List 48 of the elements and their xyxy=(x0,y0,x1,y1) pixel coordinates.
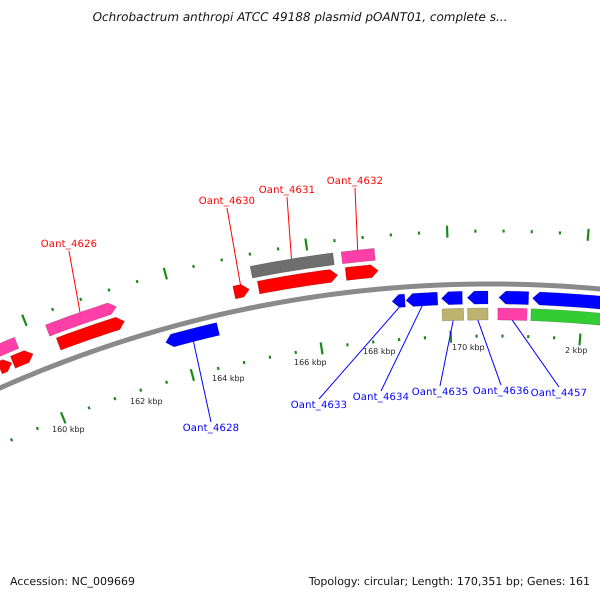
gene-block xyxy=(532,292,600,310)
gene-block xyxy=(256,269,338,294)
leader-line xyxy=(354,188,358,251)
gene-label: Oant_4631 xyxy=(256,184,318,197)
gene-label: Oant_4634 xyxy=(350,391,412,404)
leader-line xyxy=(440,320,454,386)
scale-label: 160 kbp xyxy=(52,425,85,435)
leader-line xyxy=(477,320,502,386)
scale-label: 166 kbp xyxy=(294,358,327,368)
scale-label: 2 kbp xyxy=(565,346,588,356)
leader-line xyxy=(193,341,212,422)
gene-block xyxy=(530,308,600,326)
gene-block xyxy=(250,252,335,278)
gene-block xyxy=(406,292,438,307)
accession-text: Accession: NC_009669 xyxy=(10,575,136,588)
gene-label: Oant_4626 xyxy=(38,238,100,251)
gene-block xyxy=(441,290,463,305)
gene-block xyxy=(344,264,379,281)
leader-line xyxy=(380,305,423,392)
title: Ochrobactrum anthropi ATCC 49188 plasmid pOANT01, complete s... xyxy=(92,10,508,24)
scale-label: 168 kbp xyxy=(363,347,396,357)
gene-label: Oant_4635 xyxy=(409,386,471,399)
gene-block xyxy=(467,308,488,320)
scale-label: 164 kbp xyxy=(212,374,245,384)
summary-text: Topology: circular; Length: 170,351 bp; Genes: 161 xyxy=(308,575,590,588)
gene-label: Oant_4633 xyxy=(288,399,350,412)
gene-block xyxy=(498,290,530,305)
leader-line xyxy=(286,196,292,260)
gene-block xyxy=(340,248,376,264)
gene-block xyxy=(165,322,220,348)
scale-label: 170 kbp xyxy=(452,343,485,353)
leader-line xyxy=(226,208,241,286)
gene-label: Oant_4628 xyxy=(180,422,242,435)
gene-block xyxy=(442,308,464,322)
gene-block xyxy=(45,302,117,337)
gene-block xyxy=(0,359,12,374)
leader-line xyxy=(68,250,81,313)
gene-block xyxy=(56,316,125,350)
gene-block xyxy=(392,294,406,308)
gene-block xyxy=(466,290,488,304)
gene-block xyxy=(232,284,250,300)
gene-block xyxy=(10,350,34,369)
scale-label: 162 kbp xyxy=(130,397,163,407)
gene-block xyxy=(498,308,528,321)
gene-label: Oant_4630 xyxy=(196,195,258,208)
gene-block xyxy=(0,336,20,358)
gene-label: Oant_4632 xyxy=(324,175,386,188)
leader-line xyxy=(318,307,400,400)
